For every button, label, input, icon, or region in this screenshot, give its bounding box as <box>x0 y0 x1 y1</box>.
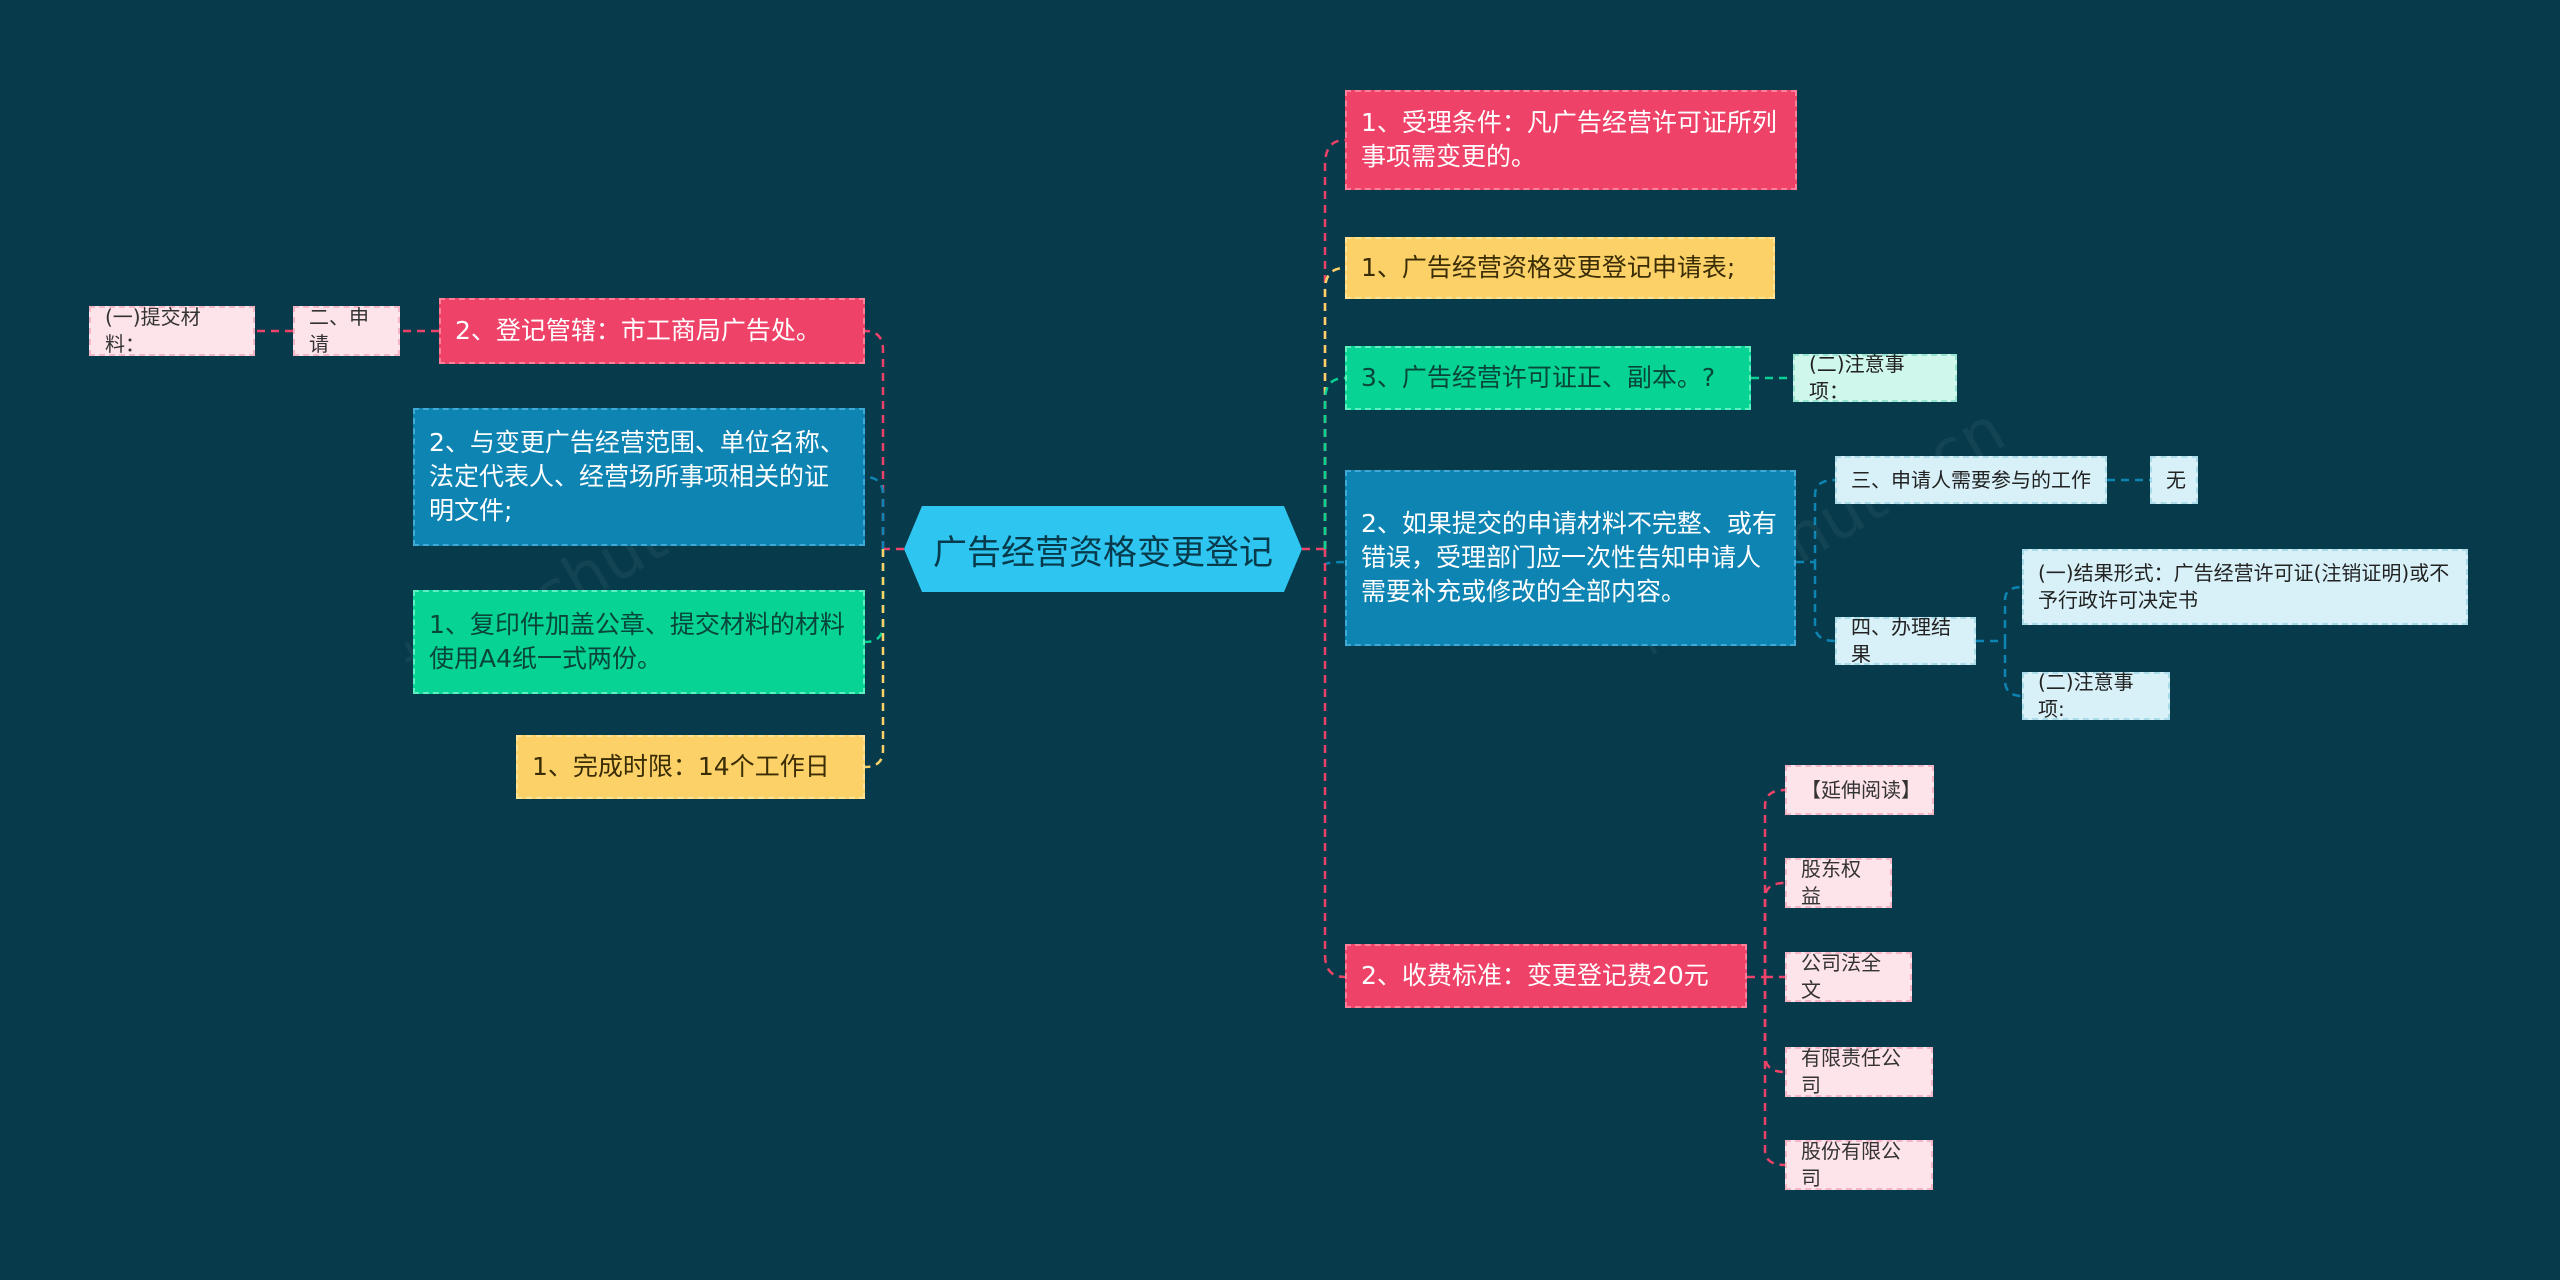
right-node-license-copies[interactable]: 3、广告经营许可证正、副本。? <box>1345 346 1751 410</box>
right-node-fee-standard[interactable]: 2、收费标准：变更登记费20元 <box>1345 944 1747 1008</box>
right-node-application-form[interactable]: 1、广告经营资格变更登记申请表; <box>1345 237 1775 299</box>
left-node-time-limit[interactable]: 1、完成时限：14个工作日 <box>516 735 865 799</box>
right-node-limited-liability[interactable]: 有限责任公司 <box>1785 1046 1933 1097</box>
right-node-applicant-work-value[interactable]: 无 <box>2150 456 2198 504</box>
right-node-result-notes[interactable]: (二)注意事项: <box>2022 670 2170 721</box>
right-node-result[interactable]: 四、办理结果 <box>1835 615 1976 666</box>
right-node-joint-stock[interactable]: 股份有限公司 <box>1785 1139 1933 1190</box>
left-node-jurisdiction[interactable]: 2、登记管辖：市工商局广告处。 <box>439 298 865 364</box>
right-node-notes[interactable]: (二)注意事项： <box>1793 352 1957 403</box>
right-node-company-law[interactable]: 公司法全文 <box>1785 951 1912 1002</box>
right-node-acceptance-conditions[interactable]: 1、受理条件：凡广告经营许可证所列事项需变更的。 <box>1345 90 1797 190</box>
right-node-result-form[interactable]: (一)结果形式：广告经营许可证(注销证明)或不予行政许可决定书 <box>2022 549 2468 625</box>
left-node-submit-materials[interactable]: (一)提交材料： <box>89 305 255 356</box>
right-node-related-reading[interactable]: 【延伸阅读】 <box>1785 765 1934 815</box>
right-node-shareholder-equity[interactable]: 股东权益 <box>1785 857 1892 908</box>
right-node-applicant-work[interactable]: 三、申请人需要参与的工作 <box>1835 456 2107 504</box>
right-node-incomplete-materials[interactable]: 2、如果提交的申请材料不完整、或有错误，受理部门应一次性告知申请人需要补充或修改… <box>1345 470 1796 646</box>
root-topic[interactable]: 广告经营资格变更登记 <box>904 506 1302 592</box>
left-node-copy-requirements[interactable]: 1、复印件加盖公章、提交材料的材料使用A4纸一式两份。 <box>413 590 865 694</box>
left-node-supporting-documents[interactable]: 2、与变更广告经营范围、单位名称、法定代表人、经营场所事项相关的证明文件; <box>413 408 865 546</box>
left-node-application[interactable]: 二、申请 <box>293 305 400 356</box>
